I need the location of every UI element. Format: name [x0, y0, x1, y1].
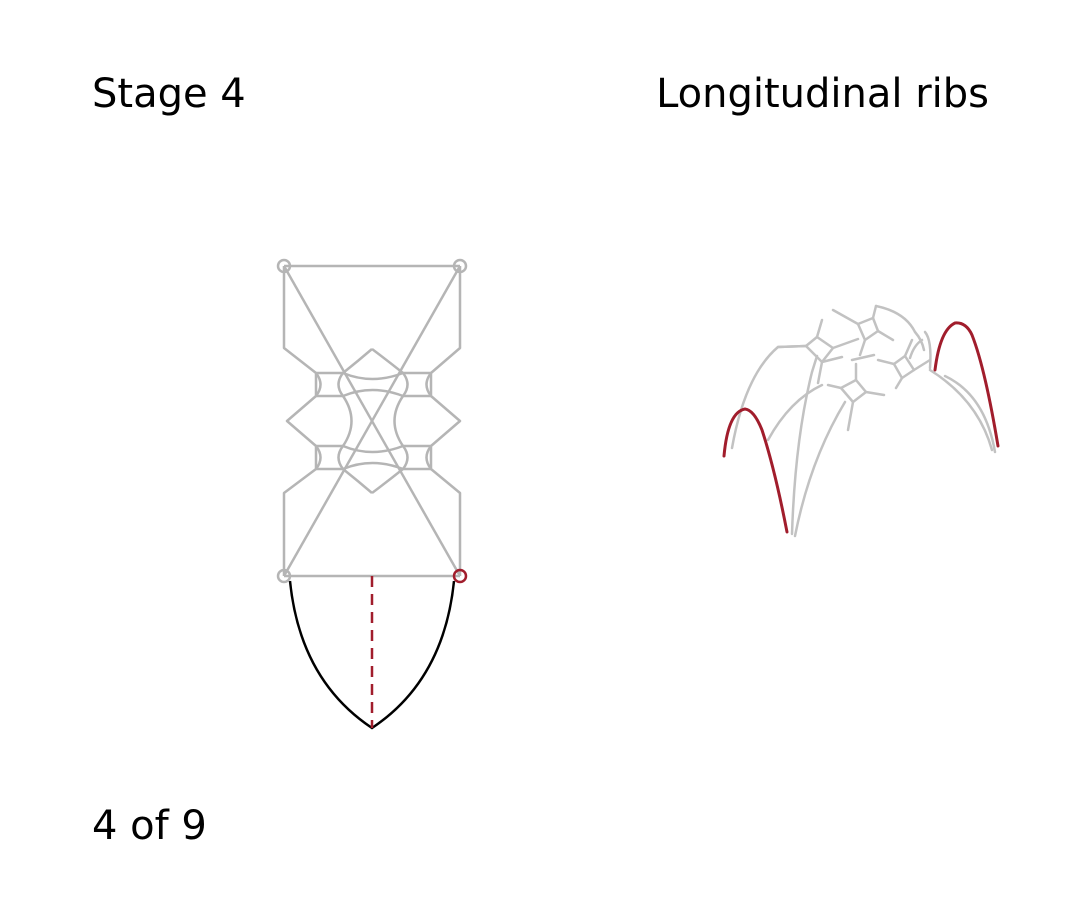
- axo-lierne: [831, 308, 860, 326]
- axo-rib: [730, 344, 808, 450]
- plan-lierne: [425, 372, 433, 397]
- axo-lierne: [858, 338, 867, 357]
- longitudinal-ribs-highlight: [722, 321, 1000, 534]
- axo-lozenge: [839, 378, 868, 404]
- axo-rib: [874, 304, 917, 334]
- axo-lozenge: [892, 354, 916, 380]
- plan-lozenge: [371, 348, 404, 374]
- view-title: Longitudinal ribs: [656, 71, 989, 117]
- axo-lierne: [816, 360, 824, 385]
- axo-rib: [766, 383, 824, 442]
- plan-lierne: [337, 372, 345, 397]
- plan-lozenge: [342, 371, 404, 381]
- plan-lozenge: [341, 395, 353, 447]
- axo-lierne: [912, 358, 932, 372]
- axo-lierne: [908, 338, 924, 360]
- plan-lozenge: [371, 468, 404, 494]
- axo-lierne: [776, 344, 808, 349]
- springer-node: [452, 258, 468, 274]
- axo-lierne: [876, 329, 895, 342]
- axo-lierne: [815, 318, 824, 339]
- plan-lierne: [401, 445, 409, 470]
- plan-lierne: [425, 445, 433, 470]
- plan-lierne: [401, 372, 409, 397]
- plan-lozenge: [342, 461, 404, 471]
- plan-lierne: [314, 445, 322, 470]
- axo-lierne: [826, 383, 843, 390]
- plan-diagonal: [282, 265, 462, 577]
- plan-right-boundary: [429, 266, 462, 576]
- axo-rib: [928, 368, 994, 452]
- plan-lierne: [314, 372, 322, 397]
- axo-lierne: [876, 358, 896, 366]
- rib-plan: [276, 258, 468, 584]
- plan-lozenge: [393, 395, 405, 447]
- axo-lierne: [846, 400, 855, 432]
- axo-lierne: [864, 390, 886, 397]
- axo-lierne: [871, 304, 878, 320]
- plan-lozenge: [342, 348, 373, 374]
- active-springer-node: [452, 568, 468, 584]
- axo-rib: [790, 354, 819, 536]
- longitudinal-rib-right: [933, 321, 1000, 448]
- axo-lozenge: [856, 316, 880, 342]
- axo-lierne: [894, 376, 904, 390]
- stage-title: Stage 4: [92, 71, 246, 117]
- axo-lierne: [903, 338, 914, 358]
- springer-node: [276, 568, 292, 584]
- plan-lozenge: [342, 444, 404, 454]
- springer-node: [276, 258, 292, 274]
- axo-lierne: [820, 355, 844, 364]
- plan-left-boundary: [282, 266, 318, 576]
- plan-lozenge: [342, 388, 404, 398]
- longitudinal-rib-left: [722, 407, 789, 534]
- axo-lierne: [831, 337, 860, 350]
- page-counter: 4 of 9: [92, 803, 207, 849]
- axo-rib: [793, 400, 847, 538]
- axo-lierne: [850, 353, 876, 362]
- axo-lozenge: [804, 335, 835, 364]
- plan-lierne: [337, 445, 345, 470]
- plan-lozenge: [342, 468, 373, 494]
- axo-lierne: [923, 330, 932, 370]
- vault-axonometric: [730, 304, 997, 538]
- axo-rib: [943, 374, 997, 454]
